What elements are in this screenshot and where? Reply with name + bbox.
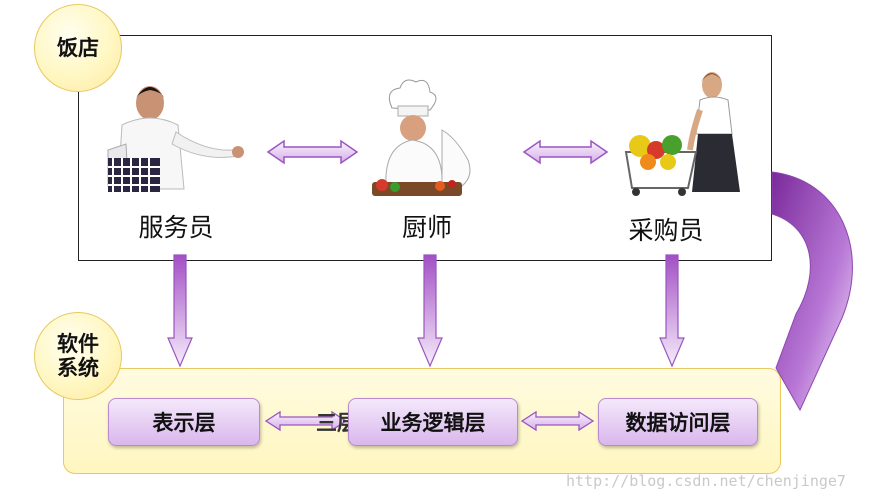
restaurant-badge: 饭店: [34, 4, 122, 92]
role-label-buyer: 采购员: [628, 216, 704, 245]
waiter-icon: [107, 86, 244, 192]
buyer-icon: [624, 72, 740, 196]
data-access-layer: 数据访问层: [598, 398, 758, 446]
presentation-layer-label: 表示层: [152, 411, 216, 435]
role-label-chef: 厨师: [401, 213, 452, 242]
restaurant-badge-label: 饭店: [57, 35, 99, 60]
data-access-layer-label: 数据访问层: [625, 411, 731, 435]
double-arrow-waiter-chef: [266, 139, 359, 165]
double-arrow-presentation-business: [264, 410, 348, 432]
presentation-layer: 表示层: [108, 398, 260, 446]
down-arrow-buyer: [659, 254, 685, 368]
business-logic-layer-label: 业务逻辑层: [380, 411, 486, 435]
curved-feedback-arrow: [771, 171, 853, 412]
chef-icon: [372, 79, 471, 196]
software-badge: 软件 系统: [34, 312, 122, 400]
down-arrow-waiter: [167, 254, 193, 368]
down-arrow-chef: [417, 254, 443, 368]
double-arrow-business-data: [520, 410, 595, 432]
watermark: http://blog.csdn.net/chenjinge7: [566, 472, 846, 490]
software-badge-label: 软件 系统: [57, 331, 99, 380]
double-arrow-chef-buyer: [522, 139, 609, 165]
role-label-waiter: 服务员: [138, 213, 214, 242]
business-logic-layer: 业务逻辑层: [348, 398, 518, 446]
